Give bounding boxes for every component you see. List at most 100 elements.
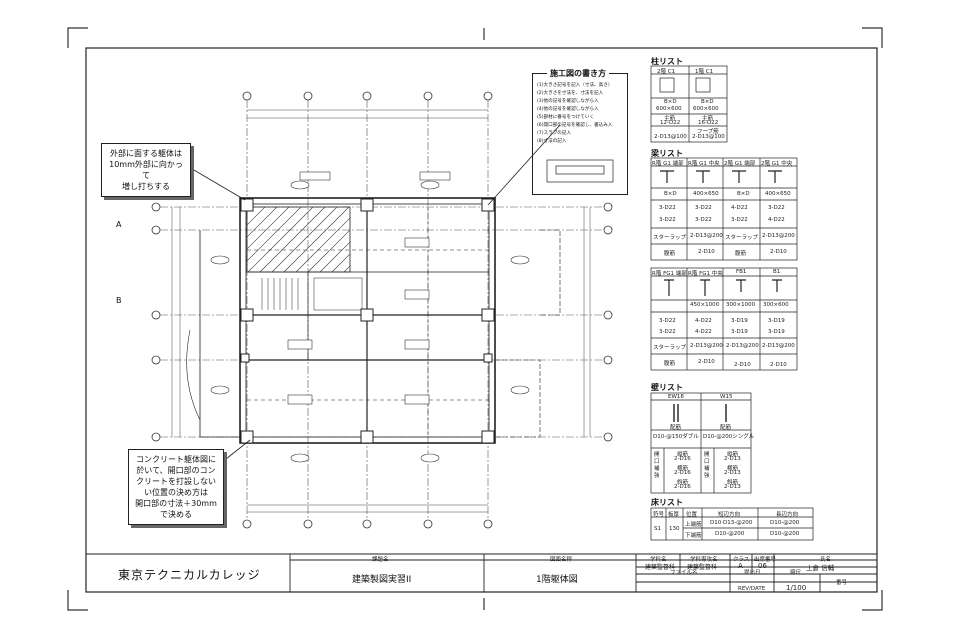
fbeam-web-label: 腹筋	[664, 361, 676, 367]
method-item: (4)他の記号を確認しながら入	[537, 107, 599, 112]
wall-bar-label-2: 配筋	[720, 425, 732, 431]
beam-bottom-3: 3-D22	[731, 217, 748, 223]
sheet-label: 番号	[836, 580, 848, 586]
fbeam-stirrup-3: 2-D13@200	[726, 343, 759, 349]
leader-lines	[181, 124, 561, 471]
beam-bxd-label-2: B×D	[737, 191, 750, 197]
wall-h-label-2: 横筋	[727, 466, 739, 472]
scale-value: 1/100	[786, 584, 807, 592]
school-name: 東京テクニカルカレッジ	[118, 568, 261, 582]
col-main-2: 16-D22	[698, 120, 719, 126]
wall-v-1: 2-D16	[674, 456, 691, 462]
student-no-label: 出席番号	[754, 557, 777, 563]
wall-v-label-1: 縦筋	[677, 452, 689, 458]
wall-h-1: 2-D16	[674, 470, 691, 476]
student-no-value: 06	[758, 562, 767, 570]
fbeam-web-2: 2-D10	[734, 362, 751, 368]
slab-h5: 長辺方向	[776, 512, 799, 518]
method-item: (3)他の記号を確認しながら入	[537, 99, 599, 104]
beam-stirrup-2: 2-D13@200	[762, 233, 795, 239]
beam-top-4: 3-D22	[768, 205, 785, 211]
slab-long-2: D10-@200	[770, 531, 800, 537]
fbeam-bottom-4: 3-D19	[768, 329, 785, 335]
fbeam-h1: R階 FG1 端部	[652, 271, 687, 277]
slab-h3: 位置	[686, 512, 698, 518]
title-block	[86, 553, 877, 592]
fbeam-bottom-3: 3-D19	[731, 329, 748, 335]
wall-h-2: 2-D13	[724, 470, 741, 476]
subject-name: 建築製図実習II	[352, 575, 412, 585]
beam-list-table	[650, 157, 798, 261]
column-list-title: 柱リスト	[651, 57, 683, 66]
scale-label: 縮尺	[790, 570, 802, 576]
grid-bubbles	[151, 91, 613, 529]
slab-thickness: 130	[669, 526, 680, 532]
slab-code: S1	[654, 526, 661, 532]
beam-web-label-1: 腹筋	[664, 251, 676, 257]
slab-pos-1: 上端筋	[685, 522, 702, 528]
beam-top-1: 3-D22	[659, 205, 676, 211]
fbeam-web-1: 2-D10	[698, 359, 715, 365]
slab-h2: 板厚	[668, 512, 680, 518]
wall-list-title: 壁リスト	[651, 383, 683, 392]
name-label: 氏名	[820, 557, 832, 563]
wall-bar-2: D10-@200シングル	[703, 434, 755, 440]
col-bxd-label-2: B×D	[701, 99, 714, 105]
method-item: (6)開口部の記号を確認し、書込み入	[537, 123, 613, 128]
drawing-label: 図面名称	[550, 557, 573, 563]
col-h2: 1階 C1	[695, 69, 714, 75]
col-hoop-label: フープ筋	[697, 129, 719, 135]
method-box-items: (1)大きさ記号を記入（寸法、高さ） (2)大きさを寸法を、寸法を記入 (3)他…	[537, 82, 612, 146]
col-main-label: 主筋	[664, 116, 676, 122]
beam-stirrup-1: 2-D13@200	[690, 233, 723, 239]
beam-bottom-2: 3-D22	[695, 217, 712, 223]
dept-value: 建築監督科	[645, 564, 676, 571]
opening-note: コンクリート躯体図に 於いて、開口部のコン クリートを打設しない い位置の決め方…	[128, 449, 224, 525]
col-bxd-2: 600×600	[693, 106, 719, 112]
fbeam-stirrup-4: 2-D13@200	[762, 343, 795, 349]
fbeam-stirrup-2: 2-D13@200	[690, 343, 723, 349]
col-hoop-2: 2-D13@100	[692, 134, 725, 140]
dimension-lines	[171, 109, 591, 513]
fbeam-bottom-2: 4-D22	[695, 329, 712, 335]
grid-label-b: B	[116, 296, 122, 305]
method-item: (2)大きさを寸法を、寸法を記入	[537, 91, 604, 96]
wall-bar-label-1: 配筋	[670, 425, 682, 431]
beam-bottom-1: 3-D22	[659, 217, 676, 223]
slab-h1: 符号	[653, 512, 665, 518]
wall-opening-label-2: 開口補強	[704, 452, 710, 479]
fbeam-top-4: 3-D19	[768, 318, 785, 324]
slab-list-title: 床リスト	[651, 498, 683, 507]
column-list-table	[650, 65, 728, 143]
wall-d-label-1: 斜筋	[677, 480, 689, 486]
hatching	[247, 207, 350, 272]
beam-bxd-1: 400×650	[693, 191, 719, 197]
method-box-detail	[546, 159, 614, 183]
method-box-title: 施工図の書き方	[547, 68, 609, 79]
col-bxd-label: B×D	[664, 99, 677, 105]
beam-bxd-label-1: B×D	[664, 191, 677, 197]
wall-h2: W15	[720, 394, 733, 400]
beam-h1: R階 G1 端部	[652, 161, 684, 167]
method-box: 施工図の書き方 (1)大きさ記号を記入（寸法、高さ） (2)大きさを寸法を、寸法…	[532, 68, 628, 195]
fbeam-top-2: 4-D22	[695, 318, 712, 324]
slab-short-1: D10·D13-@200	[710, 520, 753, 526]
beam-top-2: 3-D22	[695, 205, 712, 211]
beam-web-2: 2-D10	[770, 249, 787, 255]
slab-pos-2: 下端筋	[685, 533, 702, 539]
footing-beam-list-table	[650, 267, 798, 371]
outer-wall-note: 外部に面する躯体は 10mm外部に向かって 増し打ちする	[101, 143, 191, 197]
submit-label: 提出日	[744, 570, 761, 576]
wall-list-table	[650, 392, 752, 494]
wall-v-label-2: 縦筋	[727, 452, 739, 458]
col-main-1: 12-D22	[660, 120, 681, 126]
beam-bxd-2: 400×650	[765, 191, 791, 197]
dept-label: 学科名	[650, 557, 667, 563]
class-label: クラス	[733, 557, 750, 563]
fbeam-bxd-1: 450×1000	[690, 302, 720, 308]
subject-label: 課題名	[372, 557, 389, 563]
slab-h4: 短辺方向	[718, 512, 741, 518]
fbeam-h2: R階 FG1 中央	[688, 271, 723, 277]
wall-opening-label: 開口補強	[654, 452, 660, 479]
beam-web-1: 2-D10	[698, 249, 715, 255]
